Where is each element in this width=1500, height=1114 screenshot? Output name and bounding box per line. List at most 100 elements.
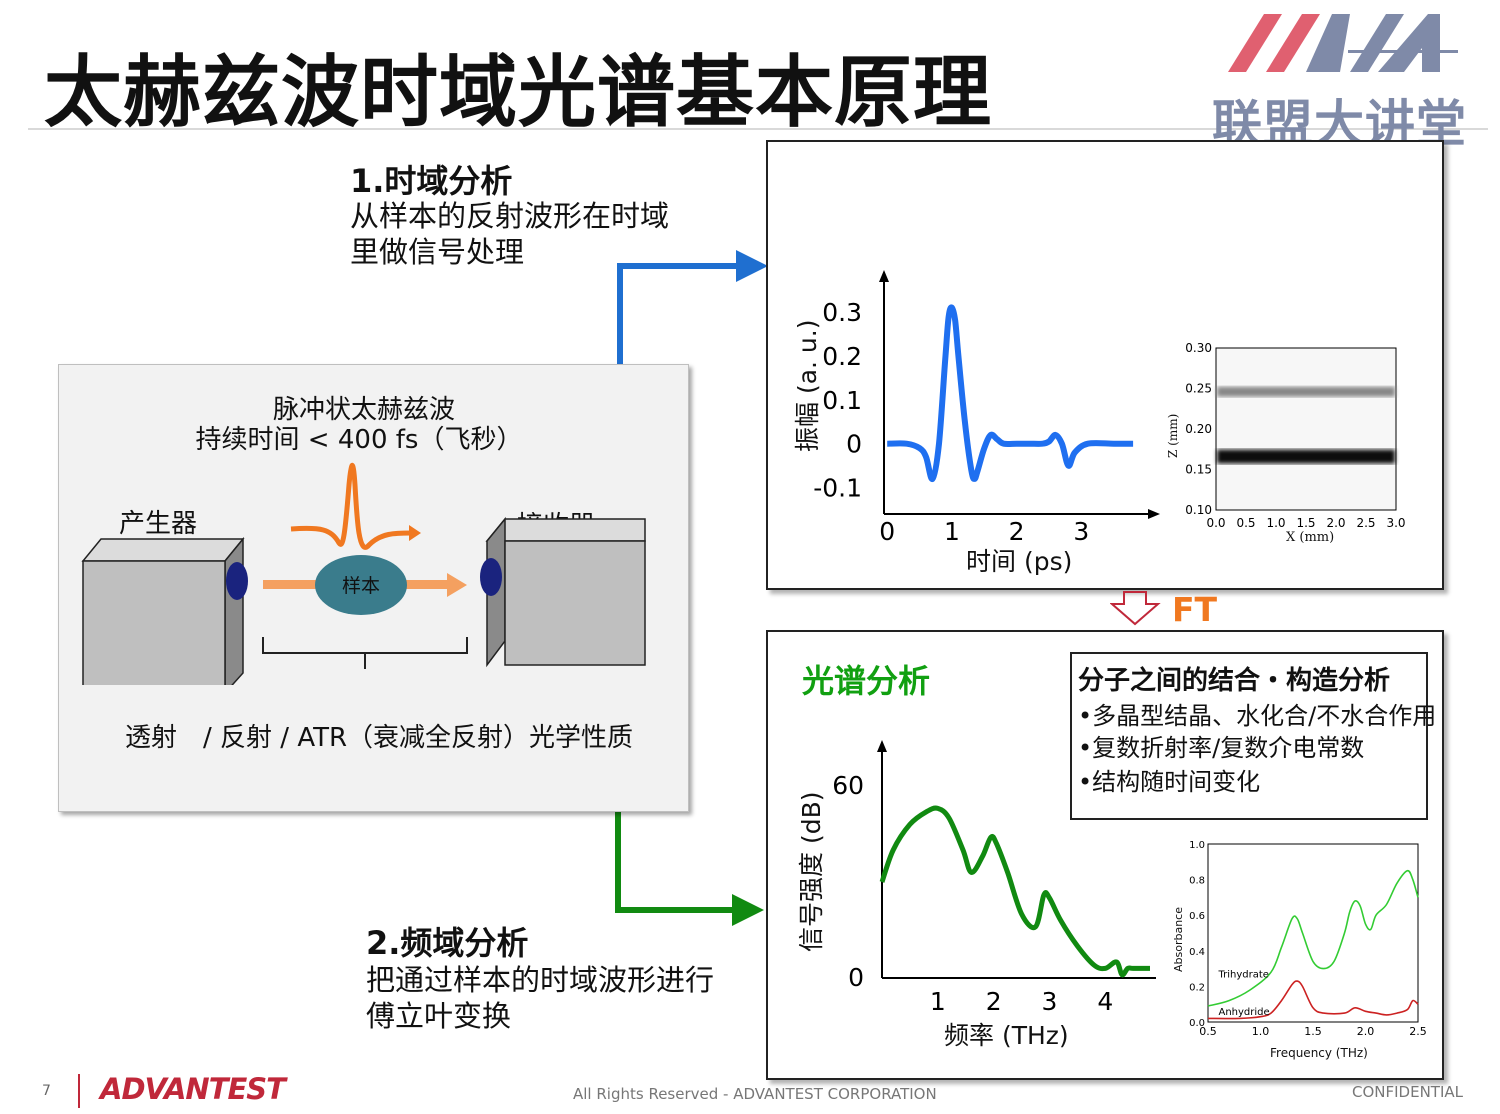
y-tick-label: 0.20 [1185, 422, 1212, 436]
sample-label: 样本 [341, 575, 380, 597]
abs-frame [1207, 843, 1419, 1023]
generator-lens [226, 562, 248, 600]
time-waveform-chart: 0 1 2 3 0.3 0.2 0.1 0 -0.1 [813, 270, 1160, 546]
x-axis-arrow [1148, 509, 1160, 519]
y-tick-label: 1.0 [1189, 840, 1205, 851]
abs-ylabel: Absorbance [1172, 906, 1185, 972]
sample-ellipse [315, 555, 407, 615]
y-tick-label: 0.10 [1185, 503, 1212, 517]
freq-domain-line1: 把通过样本的时域波形进行 [366, 963, 715, 997]
y-tick-label: -0.1 [813, 474, 862, 503]
freq-arrow-head [732, 894, 764, 926]
page-number: 7 [42, 1083, 51, 1099]
x-tick-label: 1 [944, 517, 960, 546]
x-tick-label: 1.0 [1266, 516, 1285, 530]
title-divider [28, 128, 1488, 130]
page-title: 太赫兹波时域光谱基本原理 [44, 48, 993, 138]
x-tick-label: 0.5 [1199, 1025, 1217, 1038]
analysis-item: •多晶型结晶、水化合/不水合作用 [1078, 702, 1437, 730]
y-axis-arrow [879, 270, 889, 282]
analysis-item: •复数折射率/复数介电常数 [1078, 734, 1365, 762]
absorbance-line [1207, 980, 1419, 1020]
x-tick-label: 0.5 [1236, 516, 1255, 530]
x-tick-label: 1.5 [1304, 1025, 1322, 1038]
spectral-heading: 光谱分析 [802, 662, 931, 700]
advantest-logo: ADVANTEST [100, 1072, 286, 1106]
x-tick-label: 3.0 [1386, 516, 1405, 530]
heatmap-frame [1215, 347, 1397, 511]
pulse-arrowhead [409, 525, 421, 541]
x-tick-label: 4 [1097, 987, 1113, 1012]
freq-xlabel: 频率 (THz) [944, 1021, 1069, 1050]
y-tick-label: 0.3 [822, 298, 862, 327]
nta-stripe-logo-icon [1228, 14, 1458, 72]
ft-label: FT [1172, 590, 1218, 629]
y-tick-label: 0.2 [1189, 982, 1205, 993]
receiver-box [504, 540, 646, 666]
y-tick-label: 0.1 [822, 386, 862, 415]
generator-label: 产生器 [119, 509, 198, 539]
thz-pulse-icon [290, 463, 412, 550]
time-domain-line1: 从样本的反射波形在时域 [350, 199, 670, 233]
analysis-box: 分子之间的结合・构造分析 •多晶型结晶、水化合/不水合作用 •复数折射率/复数介… [1070, 652, 1436, 820]
series-label: Anhydride [1219, 1007, 1270, 1018]
x-tick-label: 0 [879, 517, 895, 546]
spectrum-line [879, 805, 1150, 978]
freq-arrow-line [615, 812, 736, 913]
x-tick-label: 2.0 [1326, 516, 1345, 530]
y-tick-label: 0 [848, 963, 864, 992]
x-tick-label: 0.0 [1206, 516, 1225, 530]
absorbance-line [1207, 869, 1419, 1007]
x-tick-label: 1.0 [1252, 1025, 1270, 1038]
ft-down-arrow-icon [1110, 591, 1161, 626]
y-tick-label: 0.8 [1189, 876, 1205, 887]
map-ylabel: Z (mm) [1166, 413, 1180, 458]
freq-ylabel: 信号强度 (dB) [797, 791, 826, 952]
y-tick-label: 0 [846, 430, 862, 459]
x-tick-label: 2.5 [1356, 516, 1375, 530]
y-tick-label: 60 [832, 771, 864, 800]
thz-image-chart: 0.0 0.5 1.0 1.5 2.0 2.5 3.0 0.30 0.25 0.20 0.15 0.1… [1185, 341, 1405, 530]
receiver-lens [480, 558, 502, 596]
series-label: Trihydrate [1218, 970, 1269, 981]
x-tick-label: 2 [1009, 517, 1025, 546]
confidential-label: CONFIDENTIAL [1352, 1083, 1464, 1101]
time-xlabel: 时间 (ps) [966, 547, 1073, 576]
setup-diagram: 脉冲状太赫兹波 持续时间 < 400 fs（飞秒） 产生器 接收器 样本 透射 … [58, 364, 689, 812]
time-ylabel: 振幅 (a. u.) [793, 319, 822, 452]
time-arrow-head [736, 250, 768, 282]
time-arrow-line [617, 263, 740, 366]
heatmap-band [1217, 449, 1395, 464]
generator-box [82, 560, 226, 685]
freq-domain-heading: 2.频域分析 [366, 924, 529, 962]
waveform-line [887, 304, 1134, 482]
analysis-item: •结构随时间变化 [1078, 768, 1261, 796]
y-tick-label: 0.25 [1185, 382, 1212, 396]
x-tick-label: 3 [1073, 517, 1089, 546]
freq-domain-line2: 傅立叶变换 [366, 999, 512, 1033]
y-tick-label: 0.4 [1189, 947, 1205, 958]
y-tick-label: 0.15 [1185, 463, 1212, 477]
x-tick-label: 3 [1042, 987, 1058, 1012]
time-domain-heading: 1.时域分析 [350, 162, 513, 200]
y-tick-label: 0.30 [1185, 341, 1212, 355]
measurement-modes: 透射 / 反射 / ATR（衰减全反射）光学性质 [125, 723, 634, 753]
footer-divider [78, 1074, 80, 1108]
y-tick-label: 0.6 [1189, 911, 1205, 922]
time-domain-line2: 里做信号处理 [350, 235, 525, 269]
pulse-label-2: 持续时间 < 400 fs（飞秒） [195, 425, 523, 455]
x-tick-label: 1.5 [1296, 516, 1315, 530]
x-tick-label: 2.0 [1357, 1025, 1375, 1038]
y-tick-label: 0.2 [822, 342, 862, 371]
absorbance-chart: 0.5 1.0 1.5 2.0 2.5 1.0 0.8 0.6 0.4 0.2 0.0 Trihydr… [1189, 840, 1427, 1038]
x-tick-label: 2.5 [1409, 1025, 1427, 1038]
copyright-text: All Rights Reserved - ADVANTEST CORPORAT… [573, 1085, 937, 1103]
pulse-label-1: 脉冲状太赫兹波 [272, 395, 455, 425]
x-tick-label: 2 [986, 987, 1002, 1012]
abs-xlabel: Frequency (THz) [1270, 1046, 1368, 1060]
y-tick-label: 0.0 [1189, 1018, 1205, 1029]
y-axis-arrow [877, 740, 887, 752]
map-xlabel: X (mm) [1286, 530, 1335, 545]
